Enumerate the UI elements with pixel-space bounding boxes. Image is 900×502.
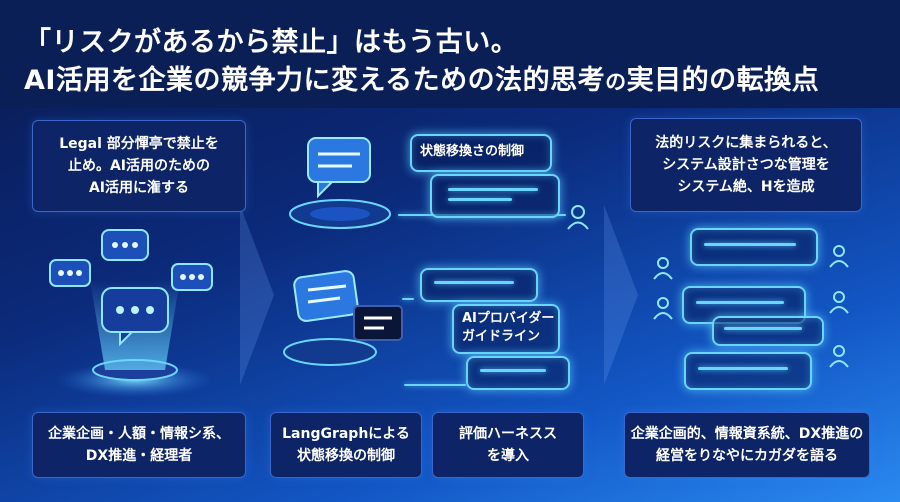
middle-bottom-left-line-1: LangGraphによる — [282, 426, 410, 442]
bubble-line — [448, 198, 512, 201]
user-icon — [829, 345, 849, 368]
state-transition-label-box — [410, 134, 552, 172]
user-icon — [829, 245, 849, 268]
user-icon — [567, 205, 589, 230]
bubble-line — [480, 369, 546, 372]
headline-main: AI活用を企業の競争力に変えるための法的思考 — [24, 65, 606, 96]
chat-bubble-box-1 — [430, 174, 560, 218]
right-top-line-1: 法的リスクに集まられると、 — [655, 135, 837, 151]
left-top-line-2: 止め。AI活用のための — [67, 158, 211, 174]
flow-arrow-2 — [604, 205, 638, 385]
connector-line-2 — [402, 298, 414, 300]
ai-provider-label-box — [452, 304, 560, 354]
chat-bubble-box-2 — [420, 268, 538, 302]
user-icon — [653, 297, 673, 320]
middle-bottom-right-line-2: を導入 — [487, 448, 529, 464]
connector-line-3 — [404, 384, 466, 386]
headline-line-1: 「リスクがあるから禁止」はもう古い。 — [24, 27, 519, 58]
chat-bubble-right-3 — [712, 316, 824, 346]
state-transition-label: 状態移換さの制御 — [420, 144, 525, 159]
left-bottom-line-1: 企業企画・人額・情報シ系、 — [48, 426, 230, 442]
middle-bottom-right-line-1: 評価ハーネスス — [459, 426, 557, 442]
right-bottom-card: 企業企画的、情報資系統、DX推進の 経営をりなやにカガダを語る — [624, 412, 870, 478]
hologram-chat-icon — [49, 229, 215, 398]
ai-provider-line-2: ガイドライン — [462, 329, 541, 344]
bubble-line — [704, 243, 796, 246]
right-top-card: 法的リスクに集まられると、 システム設計さつな管理を システム絶、Hを造成 — [630, 118, 862, 212]
left-top-card: Legal 部分憚亭で禁止を 止め。AI活用のための AI活用に潅する — [32, 120, 246, 212]
right-bottom-line-2: 経営をりなやにカガダを語る — [655, 448, 838, 464]
user-icon — [653, 257, 673, 280]
ai-provider-label: AIプロバイダー ガイドライン — [452, 304, 566, 352]
chat-bubble-box-3 — [466, 356, 570, 390]
left-top-line-3: AI活用に潅する — [88, 180, 190, 196]
chat-bubble-right-1 — [690, 228, 818, 266]
right-top-line-2: システム設計さつな管理を — [662, 157, 830, 173]
middle-bottom-card-left: LangGraphによる 状態移換の制御 — [270, 412, 422, 478]
headline-line-2: AI活用を企業の競争力に変えるための法的思考の実目的の転換点 — [24, 58, 819, 97]
bubble-line — [698, 367, 788, 370]
middle-bottom-left-line-2: 状態移換の制御 — [297, 448, 395, 464]
headline-tail: 実目的の転換点 — [626, 65, 820, 96]
right-bottom-line-1: 企業企画的、情報資系統、DX推進の — [630, 426, 864, 442]
middle-bottom-card-right: 評価ハーネスス を導入 — [432, 412, 584, 478]
speech-bubble-pedestal-icon — [289, 137, 391, 229]
bubble-line — [434, 281, 514, 284]
left-bottom-line-2: DX推進・経理者 — [85, 448, 193, 464]
chat-bubble-right-4 — [684, 352, 812, 390]
ai-provider-line-1: AIプロバイダー — [462, 311, 555, 326]
left-bottom-card: 企業企画・人額・情報シ系、 DX推進・経理者 — [32, 412, 246, 478]
title-band — [0, 0, 900, 108]
headline-particle: の — [605, 70, 627, 94]
flow-arrow-1 — [240, 205, 274, 385]
left-top-line-1: Legal 部分憚亭で禁止を — [59, 136, 219, 152]
bubble-line — [448, 188, 538, 191]
speech-bubble-pedestal-icon — [283, 270, 403, 366]
right-top-line-3: システム絶、Hを造成 — [677, 179, 815, 195]
bubble-line — [724, 327, 802, 330]
bubble-line — [696, 301, 784, 304]
user-icon — [829, 291, 849, 314]
